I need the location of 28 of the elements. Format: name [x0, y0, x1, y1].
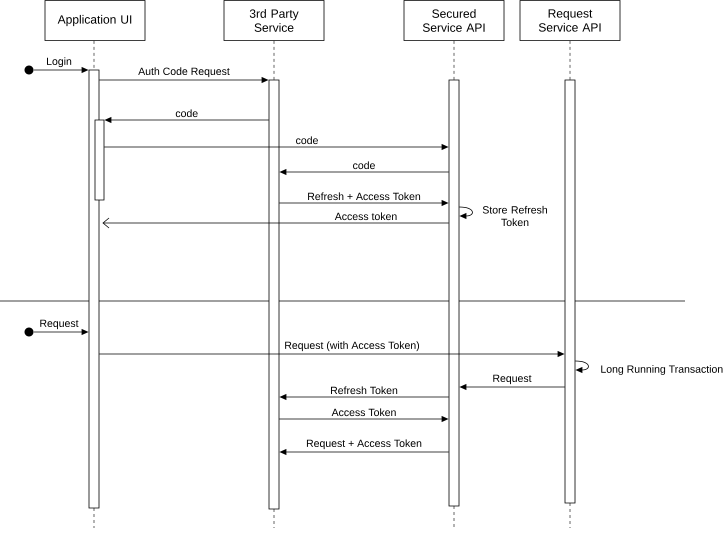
message-label: Auth Code Request: [138, 67, 230, 78]
message-label: Access token: [334, 212, 397, 220]
message-arrow: [102, 218, 449, 228]
message-label: Access Token: [332, 408, 396, 416]
message-label: Refresh + Access Token: [308, 192, 420, 200]
activation-bar: [564, 80, 576, 504]
message-label: Store Refresh Token: [482, 206, 547, 226]
message-label: Login: [47, 57, 72, 68]
participant-box: 3rd Party Service: [224, 0, 324, 41]
activation-bar: [94, 120, 104, 200]
message-label: Request + Access Token: [306, 439, 422, 450]
message-label: Refresh Token: [331, 386, 398, 394]
self-message-arrow: [459, 206, 473, 220]
message-label: Request: [40, 320, 78, 330]
message-label: code: [353, 161, 375, 170]
message-label: Request: [493, 374, 532, 384]
participant-box: Application UI: [44, 0, 146, 41]
activation-bar: [448, 80, 460, 506]
start-dot: [24, 66, 34, 74]
message-label: code: [176, 109, 198, 118]
participant-box: Secured Service API: [404, 0, 504, 41]
start-dot: [24, 328, 34, 336]
message-label: Long Running Transaction: [601, 365, 722, 375]
activation-bar: [268, 80, 280, 510]
self-message-arrow: [575, 360, 589, 374]
message-label: code: [296, 136, 318, 144]
participant-box: Request Service API: [520, 0, 620, 41]
message-label: Request (with Access Token): [285, 341, 420, 352]
